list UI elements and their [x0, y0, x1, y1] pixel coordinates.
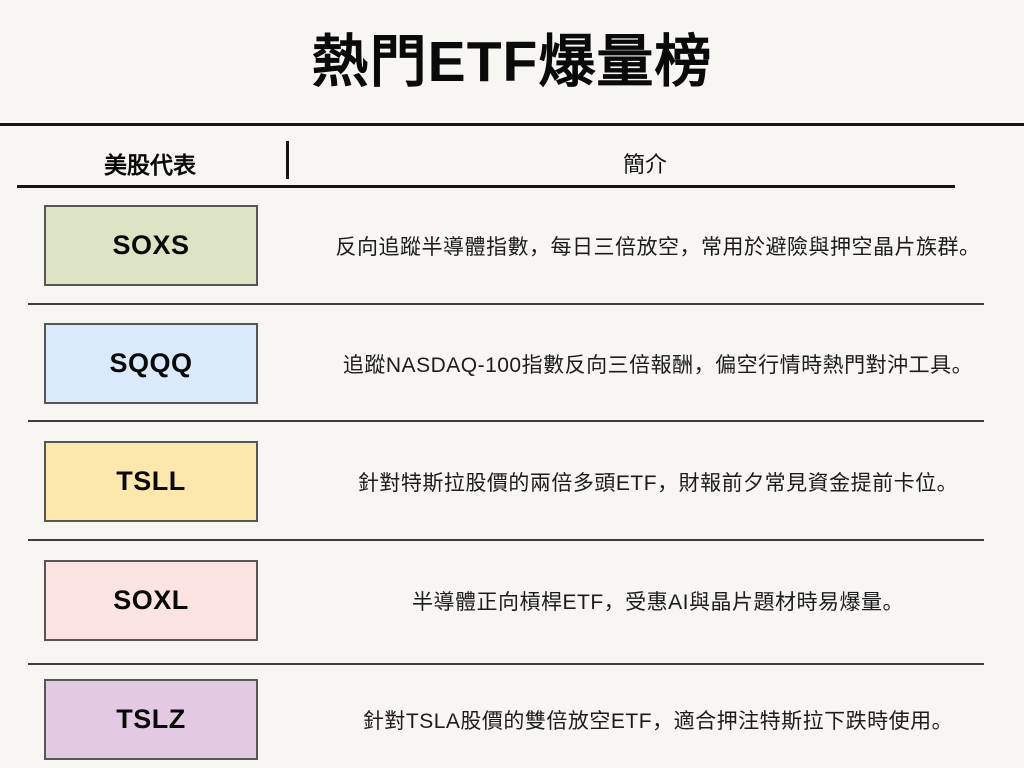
row-divider-line: [28, 539, 984, 541]
header-divider-line: [17, 185, 955, 188]
title-divider-line: [0, 123, 1024, 126]
etf-description: 針對TSLA股價的雙倍放空ETF，適合押注特斯拉下跌時使用。: [362, 709, 954, 733]
ticker-column-header: 美股代表: [104, 152, 196, 178]
etf-description: 追蹤NASDAQ-100指數反向三倍報酬，偏空行情時熱門對沖工具。: [342, 353, 974, 377]
page-title: 熱門ETF爆量榜: [311, 30, 713, 94]
etf-description: 針對特斯拉股價的兩倍多頭ETF，財報前夕常見資金提前卡位。: [357, 471, 959, 495]
ticker-label: SQQQ: [109, 348, 193, 378]
ticker-label: TSLL: [116, 466, 186, 496]
description-column-header: 簡介: [622, 152, 667, 177]
etf-description: 半導體正向槓桿ETF，受惠AI與晶片題材時易爆量。: [411, 590, 904, 614]
ticker-badge: TSLZ: [44, 679, 258, 760]
ticker-badge: SOXS: [44, 205, 258, 286]
header-column-separator: [286, 141, 289, 179]
ticker-badge: TSLL: [44, 441, 258, 522]
row-divider-line: [28, 303, 984, 305]
etf-description: 反向追蹤半導體指數，每日三倍放空，常用於避險與押空晶片族群。: [335, 235, 981, 259]
ticker-label: TSLZ: [116, 704, 186, 734]
row-divider-line: [28, 663, 984, 665]
row-divider-line: [28, 420, 984, 422]
ticker-label: SOXS: [112, 230, 190, 260]
ticker-badge: SQQQ: [44, 323, 258, 404]
ticker-badge: SOXL: [44, 560, 258, 641]
ticker-label: SOXL: [113, 585, 189, 615]
